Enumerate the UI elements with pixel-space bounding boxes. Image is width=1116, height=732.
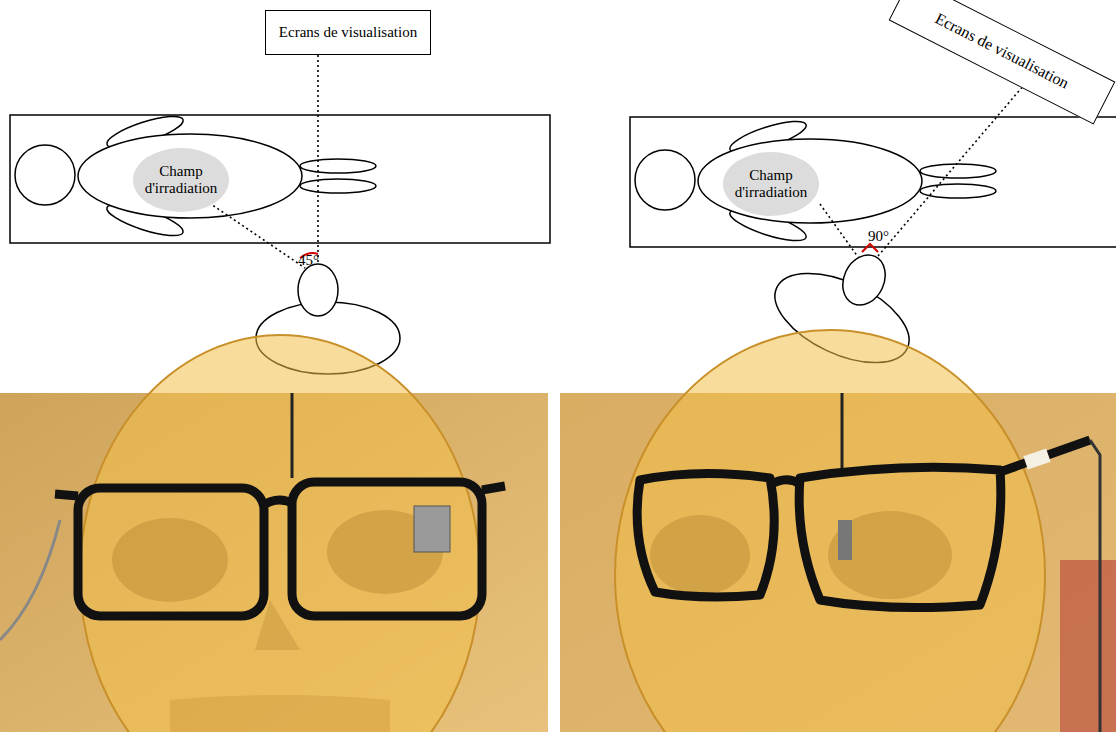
glasses-lens-frame — [292, 482, 482, 616]
mannequin-head — [80, 335, 480, 732]
glasses-bridge — [262, 500, 294, 506]
mannequin-head — [615, 330, 1045, 732]
glasses-temple — [1000, 440, 1090, 472]
temple-tag — [1023, 448, 1050, 469]
eye-socket — [650, 515, 750, 595]
irradiation-field: Champ d'irradiation — [133, 148, 229, 212]
eye-socket — [828, 511, 952, 599]
dosimeter — [838, 520, 852, 560]
cable — [1090, 440, 1100, 732]
table — [10, 115, 550, 243]
angle-label: 90° — [868, 228, 889, 245]
sight-line — [317, 55, 319, 264]
node-text: Champ d'irradiation — [723, 167, 819, 202]
field-ellipse — [723, 152, 819, 216]
sight-line — [205, 200, 305, 268]
patient-leg — [920, 164, 996, 178]
right-angle-mark — [862, 244, 878, 252]
screen-box: Ecrans de visualisation — [265, 10, 431, 55]
glasses-temple — [482, 486, 505, 490]
patient-leg — [300, 159, 376, 173]
irradiation-field: Champ d'irradiation — [723, 152, 819, 216]
glasses-lens-frame — [799, 467, 1001, 607]
node-text: Ecrans de visualisation — [279, 24, 417, 41]
eye-socket — [112, 518, 228, 602]
sight-line — [820, 204, 858, 257]
cable — [841, 393, 844, 470]
operator-head — [298, 264, 338, 316]
teeth — [170, 695, 390, 732]
cable — [291, 393, 294, 478]
glasses-lens-frame — [637, 473, 774, 596]
patient-body — [698, 139, 922, 223]
patient-body — [78, 134, 302, 218]
dosimeter — [414, 506, 450, 552]
operator-head — [835, 248, 893, 312]
glasses-lens-frame — [78, 488, 264, 616]
node-text: Ecrans de visualisation — [932, 9, 1072, 92]
patient-head — [635, 150, 695, 210]
cable — [0, 520, 60, 640]
screen-box: Ecrans de visualisation — [889, 0, 1116, 125]
background-shelf — [1060, 560, 1116, 732]
sight-line — [878, 78, 1030, 256]
field-ellipse — [133, 148, 229, 212]
patient-head — [15, 145, 75, 205]
patient-leg — [300, 179, 376, 193]
glasses-temple — [55, 494, 78, 496]
node-text: Champ d'irradiation — [133, 163, 229, 198]
table — [630, 117, 1116, 247]
patient-leg — [920, 184, 996, 198]
angle-label: 45° — [298, 252, 319, 269]
glasses-bridge — [770, 480, 800, 485]
